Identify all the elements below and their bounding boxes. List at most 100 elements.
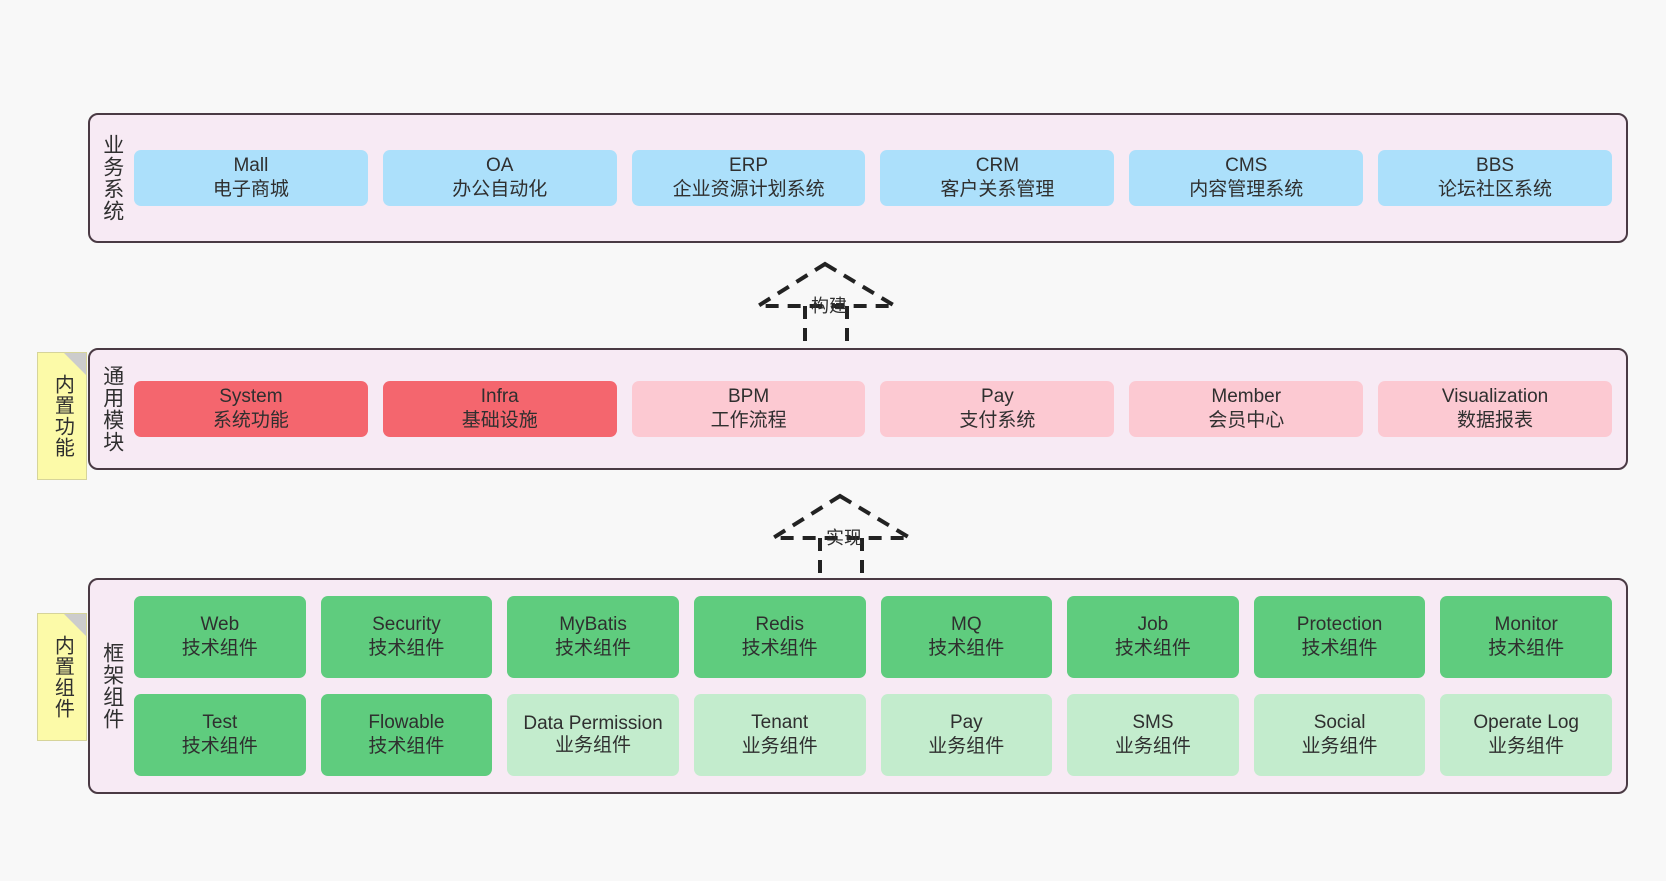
connector-implement: 实现 [768, 490, 918, 580]
node-subtitle: 数据报表 [1457, 410, 1534, 431]
sticky-note-builtin-features: 内置功能 [37, 352, 87, 480]
node-tenant[interactable]: Tenant 业务组件 [693, 694, 866, 776]
node-data-permission[interactable]: Data Permission 业务组件 [507, 694, 679, 776]
node-title: Pay [949, 711, 983, 733]
node-security[interactable]: Security 技术组件 [320, 596, 493, 678]
node-subtitle: 技术组件 [1114, 638, 1191, 659]
node-title: CMS [1225, 154, 1268, 176]
layer-label-common: 通用模块 [100, 365, 124, 453]
node-subtitle: 技术组件 [181, 638, 258, 659]
node-subtitle: 技术组件 [1301, 638, 1378, 659]
node-subtitle: 技术组件 [1488, 638, 1565, 659]
node-subtitle: 技术组件 [555, 638, 632, 659]
node-bbs[interactable]: BBS 论坛社区系统 [1378, 149, 1612, 207]
node-cms[interactable]: CMS 内容管理系统 [1129, 149, 1364, 207]
node-title: Security [372, 613, 441, 635]
node-subtitle: 业务组件 [1488, 736, 1565, 757]
layer-body-common: System 系统功能 Infra 基础设施 BPM 工作流程 Pay 支付系统… [134, 350, 1626, 468]
node-subtitle: 办公自动化 [452, 179, 548, 200]
node-subtitle: 技术组件 [368, 638, 445, 659]
node-redis[interactable]: Redis 技术组件 [693, 596, 866, 678]
node-subtitle: 基础设施 [461, 410, 538, 431]
node-monitor[interactable]: Monitor 技术组件 [1440, 596, 1612, 678]
node-subtitle: 业务组件 [928, 736, 1005, 757]
node-title: Web [200, 613, 240, 635]
node-subtitle: 系统功能 [212, 410, 289, 431]
node-subtitle: 论坛社区系统 [1438, 179, 1553, 200]
node-mybatis[interactable]: MyBatis 技术组件 [507, 596, 679, 678]
layer-business-systems: 业务系统 Mall 电子商城 OA 办公自动化 ERP 企业资源计划系统 CRM… [88, 113, 1628, 243]
node-title: Pay [981, 385, 1014, 407]
node-operate-log[interactable]: Operate Log 业务组件 [1440, 694, 1612, 776]
node-subtitle: 技术组件 [741, 638, 818, 659]
node-title: Job [1137, 613, 1169, 635]
node-title: Operate Log [1473, 711, 1579, 733]
node-test[interactable]: Test 技术组件 [134, 694, 306, 776]
node-sms[interactable]: SMS 业务组件 [1067, 694, 1239, 776]
node-title: Redis [755, 613, 804, 635]
node-title: MQ [951, 613, 982, 635]
node-erp[interactable]: ERP 企业资源计划系统 [631, 149, 866, 207]
node-flowable[interactable]: Flowable 技术组件 [320, 694, 493, 776]
node-title: Flowable [368, 711, 445, 733]
node-subtitle: 工作流程 [710, 410, 787, 431]
node-subtitle: 业务组件 [1114, 736, 1191, 757]
node-title: MyBatis [559, 613, 627, 635]
node-title: Protection [1296, 613, 1383, 635]
node-title: Tenant [751, 711, 809, 733]
node-row: System 系统功能 Infra 基础设施 BPM 工作流程 Pay 支付系统… [134, 380, 1612, 438]
node-row: Web 技术组件 Security 技术组件 MyBatis 技术组件 Redi… [134, 596, 1612, 678]
node-visualization[interactable]: Visualization 数据报表 [1378, 380, 1612, 438]
node-title: ERP [729, 154, 769, 176]
node-web[interactable]: Web 技术组件 [134, 596, 306, 678]
node-system[interactable]: System 系统功能 [134, 380, 368, 438]
node-protection[interactable]: Protection 技术组件 [1253, 596, 1426, 678]
node-job[interactable]: Job 技术组件 [1067, 596, 1239, 678]
node-oa[interactable]: OA 办公自动化 [382, 149, 617, 207]
node-subtitle: 会员中心 [1208, 410, 1285, 431]
layer-label-business: 业务系统 [100, 134, 124, 222]
build-arrow-icon [755, 261, 903, 348]
layer-body-business: Mall 电子商城 OA 办公自动化 ERP 企业资源计划系统 CRM 客户关系… [134, 115, 1626, 241]
implement-arrow-icon [768, 493, 918, 580]
node-subtitle: 技术组件 [368, 736, 445, 757]
node-subtitle: 支付系统 [959, 410, 1036, 431]
node-mq[interactable]: MQ 技术组件 [880, 596, 1053, 678]
node-title: Data Permission [523, 713, 663, 735]
node-subtitle: 业务组件 [1301, 736, 1378, 757]
node-member[interactable]: Member 会员中心 [1129, 380, 1364, 438]
node-title: BPM [727, 385, 770, 407]
node-subtitle: 业务组件 [741, 736, 818, 757]
node-bpm[interactable]: BPM 工作流程 [631, 380, 866, 438]
folded-corner-icon [64, 353, 86, 375]
node-title: Test [202, 711, 238, 733]
sticky-note-builtin-components: 内置组件 [37, 613, 87, 741]
node-pay-component[interactable]: Pay 业务组件 [880, 694, 1053, 776]
node-row: Test 技术组件 Flowable 技术组件 Data Permission … [134, 694, 1612, 776]
node-title: SMS [1132, 711, 1174, 733]
node-mall[interactable]: Mall 电子商城 [134, 149, 368, 207]
node-title: Infra [480, 385, 519, 407]
node-crm[interactable]: CRM 客户关系管理 [880, 149, 1115, 207]
node-title: Mall [233, 154, 269, 176]
node-title: System [219, 385, 283, 407]
node-title: BBS [1476, 154, 1515, 176]
node-title: Member [1211, 385, 1282, 407]
node-title: Monitor [1494, 613, 1558, 635]
node-subtitle: 业务组件 [555, 735, 632, 756]
node-title: Social [1313, 711, 1366, 733]
node-title: CRM [975, 154, 1020, 176]
node-subtitle: 技术组件 [181, 736, 258, 757]
node-infra[interactable]: Infra 基础设施 [382, 380, 617, 438]
connector-build: 构建 [755, 258, 905, 348]
folded-corner-icon [64, 614, 86, 636]
node-subtitle: 技术组件 [928, 638, 1005, 659]
node-pay-module[interactable]: Pay 支付系统 [880, 380, 1115, 438]
layer-label-framework: 框架组件 [100, 642, 124, 730]
layer-body-framework: Web 技术组件 Security 技术组件 MyBatis 技术组件 Redi… [134, 580, 1626, 792]
node-social[interactable]: Social 业务组件 [1253, 694, 1426, 776]
node-title: OA [486, 154, 514, 176]
layer-common-modules: 通用模块 System 系统功能 Infra 基础设施 BPM 工作流程 Pay… [88, 348, 1628, 470]
node-subtitle: 企业资源计划系统 [672, 179, 825, 200]
